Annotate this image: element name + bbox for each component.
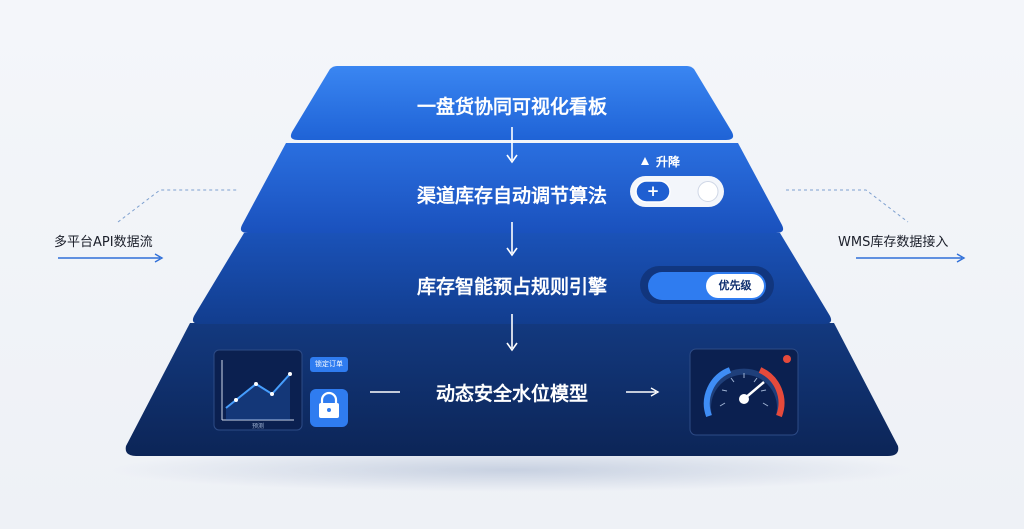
lock-button[interactable] xyxy=(310,389,348,427)
layer-1-shape xyxy=(290,66,734,140)
layer-2-label: 渠道库存自动调节算法 xyxy=(416,185,607,207)
caret-up-icon xyxy=(641,157,649,165)
line-chart-icon xyxy=(221,360,294,421)
chart-caption: 预测 xyxy=(251,423,264,430)
arrow-right-icon xyxy=(154,253,164,263)
plus-button[interactable]: + xyxy=(646,182,660,200)
adjust-toggle[interactable] xyxy=(698,181,718,202)
layer-2-shape xyxy=(240,143,784,233)
lock-caption: 锁定订单 xyxy=(315,360,343,368)
left-input-label: 多平台API数据流 xyxy=(54,235,153,250)
priority-switch-thumb xyxy=(706,274,764,298)
lock-icon xyxy=(319,391,339,418)
plus-button-bg xyxy=(635,180,671,203)
layer-1-label: 一盘货协同可视化看板 xyxy=(416,96,607,118)
chart-card xyxy=(213,349,303,431)
flow-arrows xyxy=(506,127,518,352)
toggle-knob xyxy=(697,181,719,202)
priority-switch[interactable]: 优先级 xyxy=(718,279,752,292)
alert-dot xyxy=(783,355,791,363)
layer-3-label: 库存智能预占规则引擎 xyxy=(416,276,607,298)
layer-4-label: 动态安全水位模型 xyxy=(435,383,588,405)
toggle-caption: 升降 xyxy=(656,155,681,169)
side-connectors xyxy=(117,189,909,223)
gauge-card xyxy=(689,348,799,436)
lock-badge xyxy=(310,357,348,372)
right-input-label: WMS库存数据接入 xyxy=(838,235,949,250)
gauge-icon xyxy=(703,367,785,418)
pyramid-shadow xyxy=(112,448,912,492)
